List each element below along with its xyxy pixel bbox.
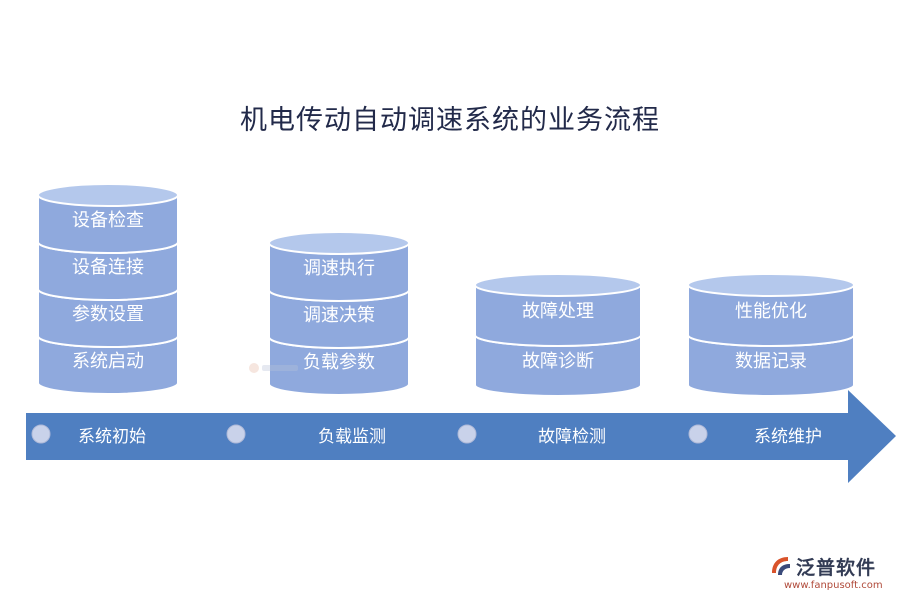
stage-dot [31, 424, 51, 444]
cylinder-segment-label: 负载参数 [303, 351, 375, 373]
cylinder-segment-label: 调速执行 [303, 257, 375, 279]
cylinder-segment-label: 故障处理 [522, 301, 594, 322]
watermark-logo [248, 360, 300, 374]
timeline-arrow [26, 390, 896, 483]
cylinder-stacks [37, 183, 855, 397]
brand-url: www.fanpusoft.com [784, 580, 883, 591]
cylinder-stack-3 [474, 273, 642, 397]
cylinder-segment-label: 设备检查 [72, 209, 144, 231]
cylinder-segment [268, 231, 410, 302]
stage-dot [457, 424, 477, 444]
cylinder-segment [474, 273, 642, 347]
cylinder-segment [37, 183, 179, 254]
stage-label: 故障检测 [538, 427, 606, 447]
cylinder-stack-2 [268, 231, 410, 396]
cylinder-segment-label: 参数设置 [72, 303, 144, 325]
cylinder-segment-label: 设备连接 [72, 256, 144, 278]
diagram-title: 机电传动自动调速系统的业务流程 [240, 105, 660, 136]
stage-label: 负载监测 [318, 427, 386, 447]
cylinder-segment-label: 系统启动 [72, 350, 144, 372]
cylinder-segment-label: 调速决策 [303, 304, 375, 326]
stage-label: 系统维护 [754, 427, 822, 447]
cylinder-segment-label: 性能优化 [735, 301, 807, 322]
brand-name: 泛普软件 [796, 557, 877, 579]
brand-logo-icon [772, 557, 790, 575]
cylinder-segment [687, 273, 855, 347]
stage-label: 系统初始 [78, 427, 146, 447]
stage-dot [688, 424, 708, 444]
cylinder-segment-label: 数据记录 [735, 351, 807, 372]
cylinder-stack-1 [37, 183, 179, 395]
brand-badge: 泛普软件 www.fanpusoft.com [766, 551, 896, 595]
stage-dot [226, 424, 246, 444]
cylinder-segment-label: 故障诊断 [522, 351, 594, 372]
cylinder-stack-4 [687, 273, 855, 397]
